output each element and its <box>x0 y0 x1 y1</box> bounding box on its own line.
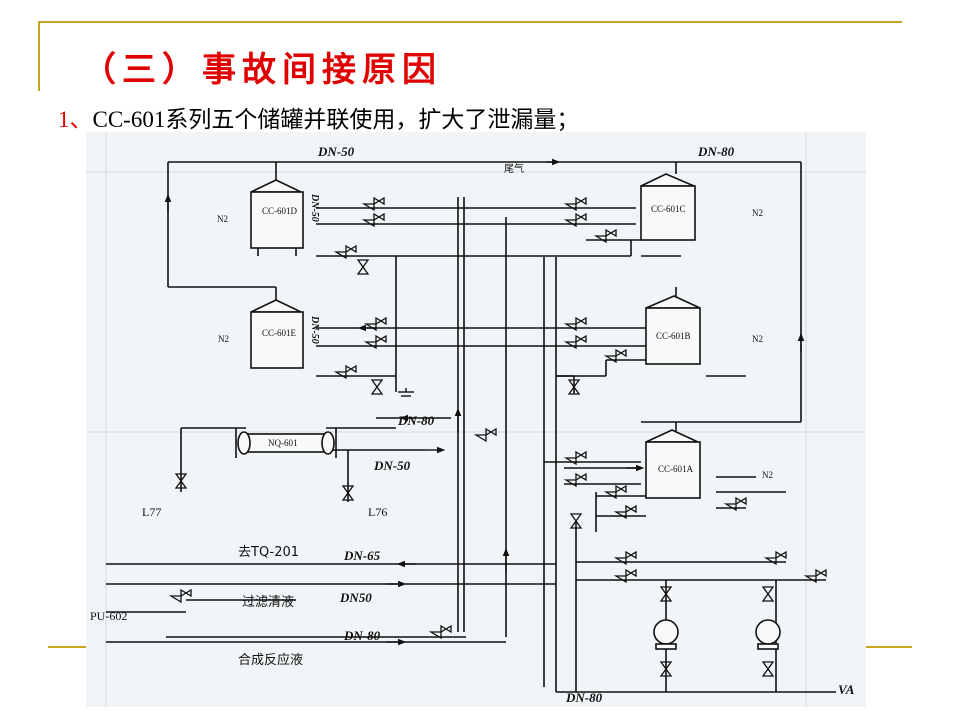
pipe-label-top-right: DN-80 <box>697 144 735 159</box>
pipe-label-nq-out: DN-50 <box>373 458 411 473</box>
subtitle-text: CC-601系列五个储罐并联使用，扩大了泄漏量； <box>92 107 580 132</box>
tank-label-cc-601b: CC-601B <box>656 331 691 341</box>
pump-right <box>755 619 781 650</box>
pipe-label-tank-e-side: DN-50 <box>309 315 320 344</box>
n2-label-e: N2 <box>218 334 229 344</box>
tank-cc-601c <box>640 173 696 241</box>
tank-cc-601a <box>645 429 701 499</box>
subtitle-number: 1、 <box>58 107 93 132</box>
tank-cc-601d <box>250 179 304 256</box>
tank-label-cc-601a: CC-601A <box>658 464 694 474</box>
pipe-network <box>106 161 836 693</box>
label-to-tq: 去TQ-201 <box>238 545 299 560</box>
process-flow-diagram: CC-601D CC-601C CC-601E CC-601B CC-601A … <box>86 132 866 707</box>
pipe-label-bottom-right: VA <box>838 682 855 697</box>
pipe-label-tq: DN-65 <box>343 548 381 563</box>
tank-cc-601b <box>645 295 701 365</box>
valves <box>168 196 827 640</box>
label-filter: 过滤清液 <box>242 595 294 610</box>
n2-label-b: N2 <box>752 334 763 344</box>
pipe-label-bottom: DN-80 <box>565 690 603 705</box>
pipe-label-synth: DN-80 <box>343 628 381 643</box>
process-diagram-svg: CC-601D CC-601C CC-601E CC-601B CC-601A … <box>86 132 866 707</box>
exchanger-label: NQ-601 <box>268 438 298 448</box>
slide-subtitle: 1、CC-601系列五个储罐并联使用，扩大了泄漏量； <box>58 100 579 134</box>
slide-title: （三）事故间接原因 <box>82 50 442 90</box>
n2-label-d: N2 <box>217 214 228 224</box>
pipe-label-nq-in: DN-80 <box>397 413 435 428</box>
tank-label-cc-601d: CC-601D <box>262 206 298 216</box>
label-pump: PU-602 <box>90 609 127 623</box>
tank-label-cc-601e: CC-601E <box>262 328 297 338</box>
decor-left-line <box>38 21 40 91</box>
label-l77: L77 <box>142 505 161 519</box>
pipe-label-top-left: DN-50 <box>317 144 355 159</box>
vertical-valves <box>174 259 775 677</box>
decor-top-line <box>38 21 902 23</box>
n2-label-a: N2 <box>762 470 773 480</box>
flow-arrows <box>164 158 805 646</box>
exchanger-nq-601 <box>235 428 337 458</box>
pipe-label-tank-d-side: DN-50 <box>309 193 320 222</box>
pipe-label-filter: DN50 <box>339 590 372 605</box>
ground-symbol <box>398 388 414 397</box>
label-l76: L76 <box>368 505 387 519</box>
scan-background <box>86 132 866 707</box>
tank-label-cc-601c: CC-601C <box>651 204 686 214</box>
pump-left <box>653 619 679 650</box>
label-synth: 合成反应液 <box>238 652 303 668</box>
pipe-label-top-mid: 尾气 <box>504 162 524 175</box>
n2-label-c: N2 <box>752 208 763 218</box>
tank-cc-601e <box>250 299 304 369</box>
